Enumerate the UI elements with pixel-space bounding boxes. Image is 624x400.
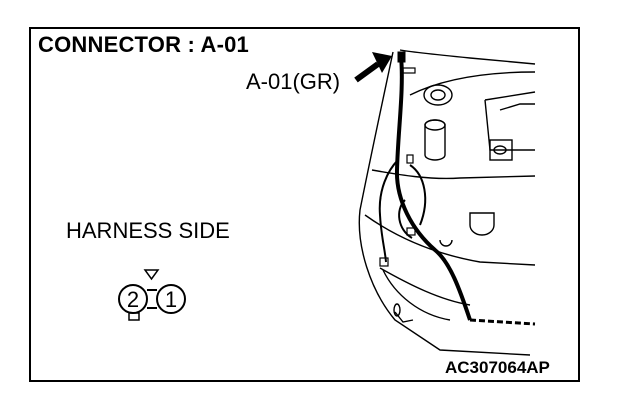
- diagram-title: CONNECTOR : A-01: [38, 32, 249, 57]
- connector-pin-2: 2: [127, 287, 139, 312]
- engine-bay-drawing: [358, 49, 536, 356]
- pointer-arrow-icon: [354, 52, 392, 83]
- connector-pin-1: 1: [165, 287, 177, 312]
- wiring-harness: [378, 51, 536, 326]
- diagram-frame: [29, 27, 580, 382]
- figure-code: AC307064AP: [445, 358, 550, 377]
- connector-callout-label: A-01(GR): [246, 69, 341, 94]
- connector-face-icon: 2 1: [118, 269, 186, 321]
- harness-side-label: HARNESS SIDE: [66, 218, 230, 243]
